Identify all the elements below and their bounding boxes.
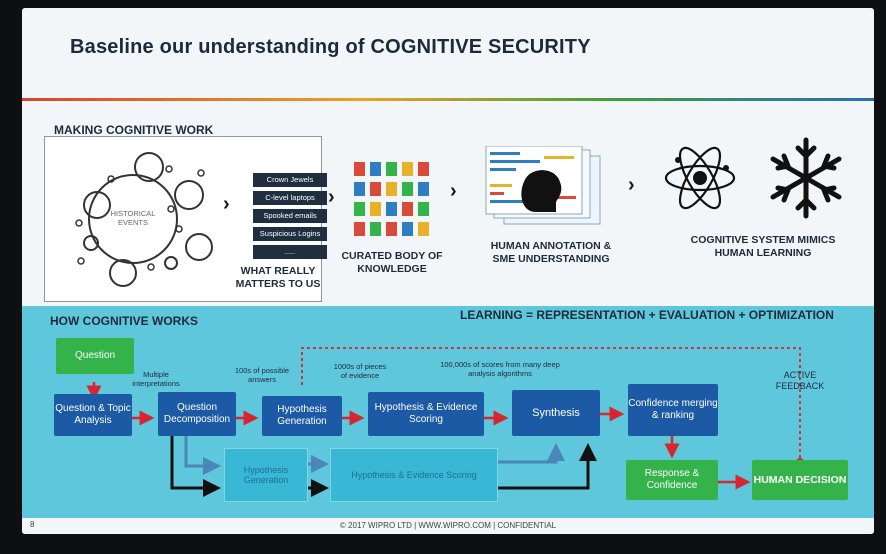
title-underline <box>22 98 874 101</box>
hypothesis-scoring-node: Hypothesis & Evidence Scoring <box>368 392 484 436</box>
slide: Baseline our understanding of COGNITIVE … <box>22 8 874 534</box>
caption-cognitive: COGNITIVE SYSTEM MIMICS HUMAN LEARNING <box>690 234 836 259</box>
synthesis-node: Synthesis <box>512 390 600 436</box>
making-heading: MAKING COGNITIVE WORK <box>54 123 214 137</box>
note-scores: 100,000s of scores from many deep analys… <box>440 360 560 378</box>
snowflake-icon <box>770 137 842 219</box>
note-evidence: 1000s of pieces of evidence <box>333 362 387 380</box>
page-number: 8 <box>30 520 35 529</box>
note-answers: 100s of possible answers <box>234 366 290 384</box>
learning-formula: LEARNING = REPRESENTATION + EVALUATION +… <box>460 308 834 322</box>
ghost-hypothesis-generation: Hypothesis Generation <box>224 448 308 502</box>
decomposition-node: Question Decomposition <box>158 392 236 436</box>
chevron-right-icon: › <box>450 180 457 202</box>
human-annotation-icon <box>485 146 601 225</box>
tag-item: C-level laptops <box>253 191 327 205</box>
tag-item: Crown Jewels <box>253 173 327 187</box>
footer: © 2017 WIPRO LTD | WWW.WIPRO.COM | CONFI… <box>22 518 874 534</box>
documents-grid-icon <box>354 162 429 236</box>
ghost-hypothesis-scoring: Hypothesis & Evidence Scoring <box>330 448 498 502</box>
tag-item: Spooked emails <box>253 209 327 223</box>
caption-curated: CURATED BODY OF KNOWLEDGE <box>341 250 443 275</box>
tag-item: ..... <box>253 245 327 259</box>
historical-events-panel: HISTORICAL EVENTS › Crown Jewels C-level… <box>44 136 327 302</box>
tag-item: Suspicious Logins <box>253 227 327 241</box>
topic-analysis-node: Question & Topic Analysis <box>54 394 132 436</box>
bubble-label: HISTORICAL EVENTS <box>110 209 156 227</box>
slide-title: Baseline our understanding of COGNITIVE … <box>70 36 591 58</box>
chevron-right-icon: › <box>328 186 335 208</box>
caption-matters: WHAT REALLY MATTERS TO US <box>235 265 321 290</box>
caption-annotation: HUMAN ANNOTATION & SME UNDERSTANDING <box>490 240 612 265</box>
chevron-right-icon: › <box>628 174 635 196</box>
works-heading: HOW COGNITIVE WORKS <box>50 314 198 328</box>
atom-icon <box>664 146 736 210</box>
chevron-right-icon: › <box>223 193 230 215</box>
bubble-cluster-icon <box>75 152 213 287</box>
hypothesis-generation-node: Hypothesis Generation <box>262 396 342 436</box>
question-node: Question <box>56 338 134 374</box>
note-active-feedback: ACTIVE FEEDBACK <box>775 370 825 391</box>
confidence-ranking-node: Confidence merging & ranking <box>628 384 718 436</box>
flow-arrows <box>86 347 804 497</box>
note-multiple: Multiple interpretations <box>132 370 180 388</box>
human-decision-node: HUMAN DECISION <box>752 460 848 500</box>
response-confidence-node: Response & Confidence <box>626 460 718 500</box>
